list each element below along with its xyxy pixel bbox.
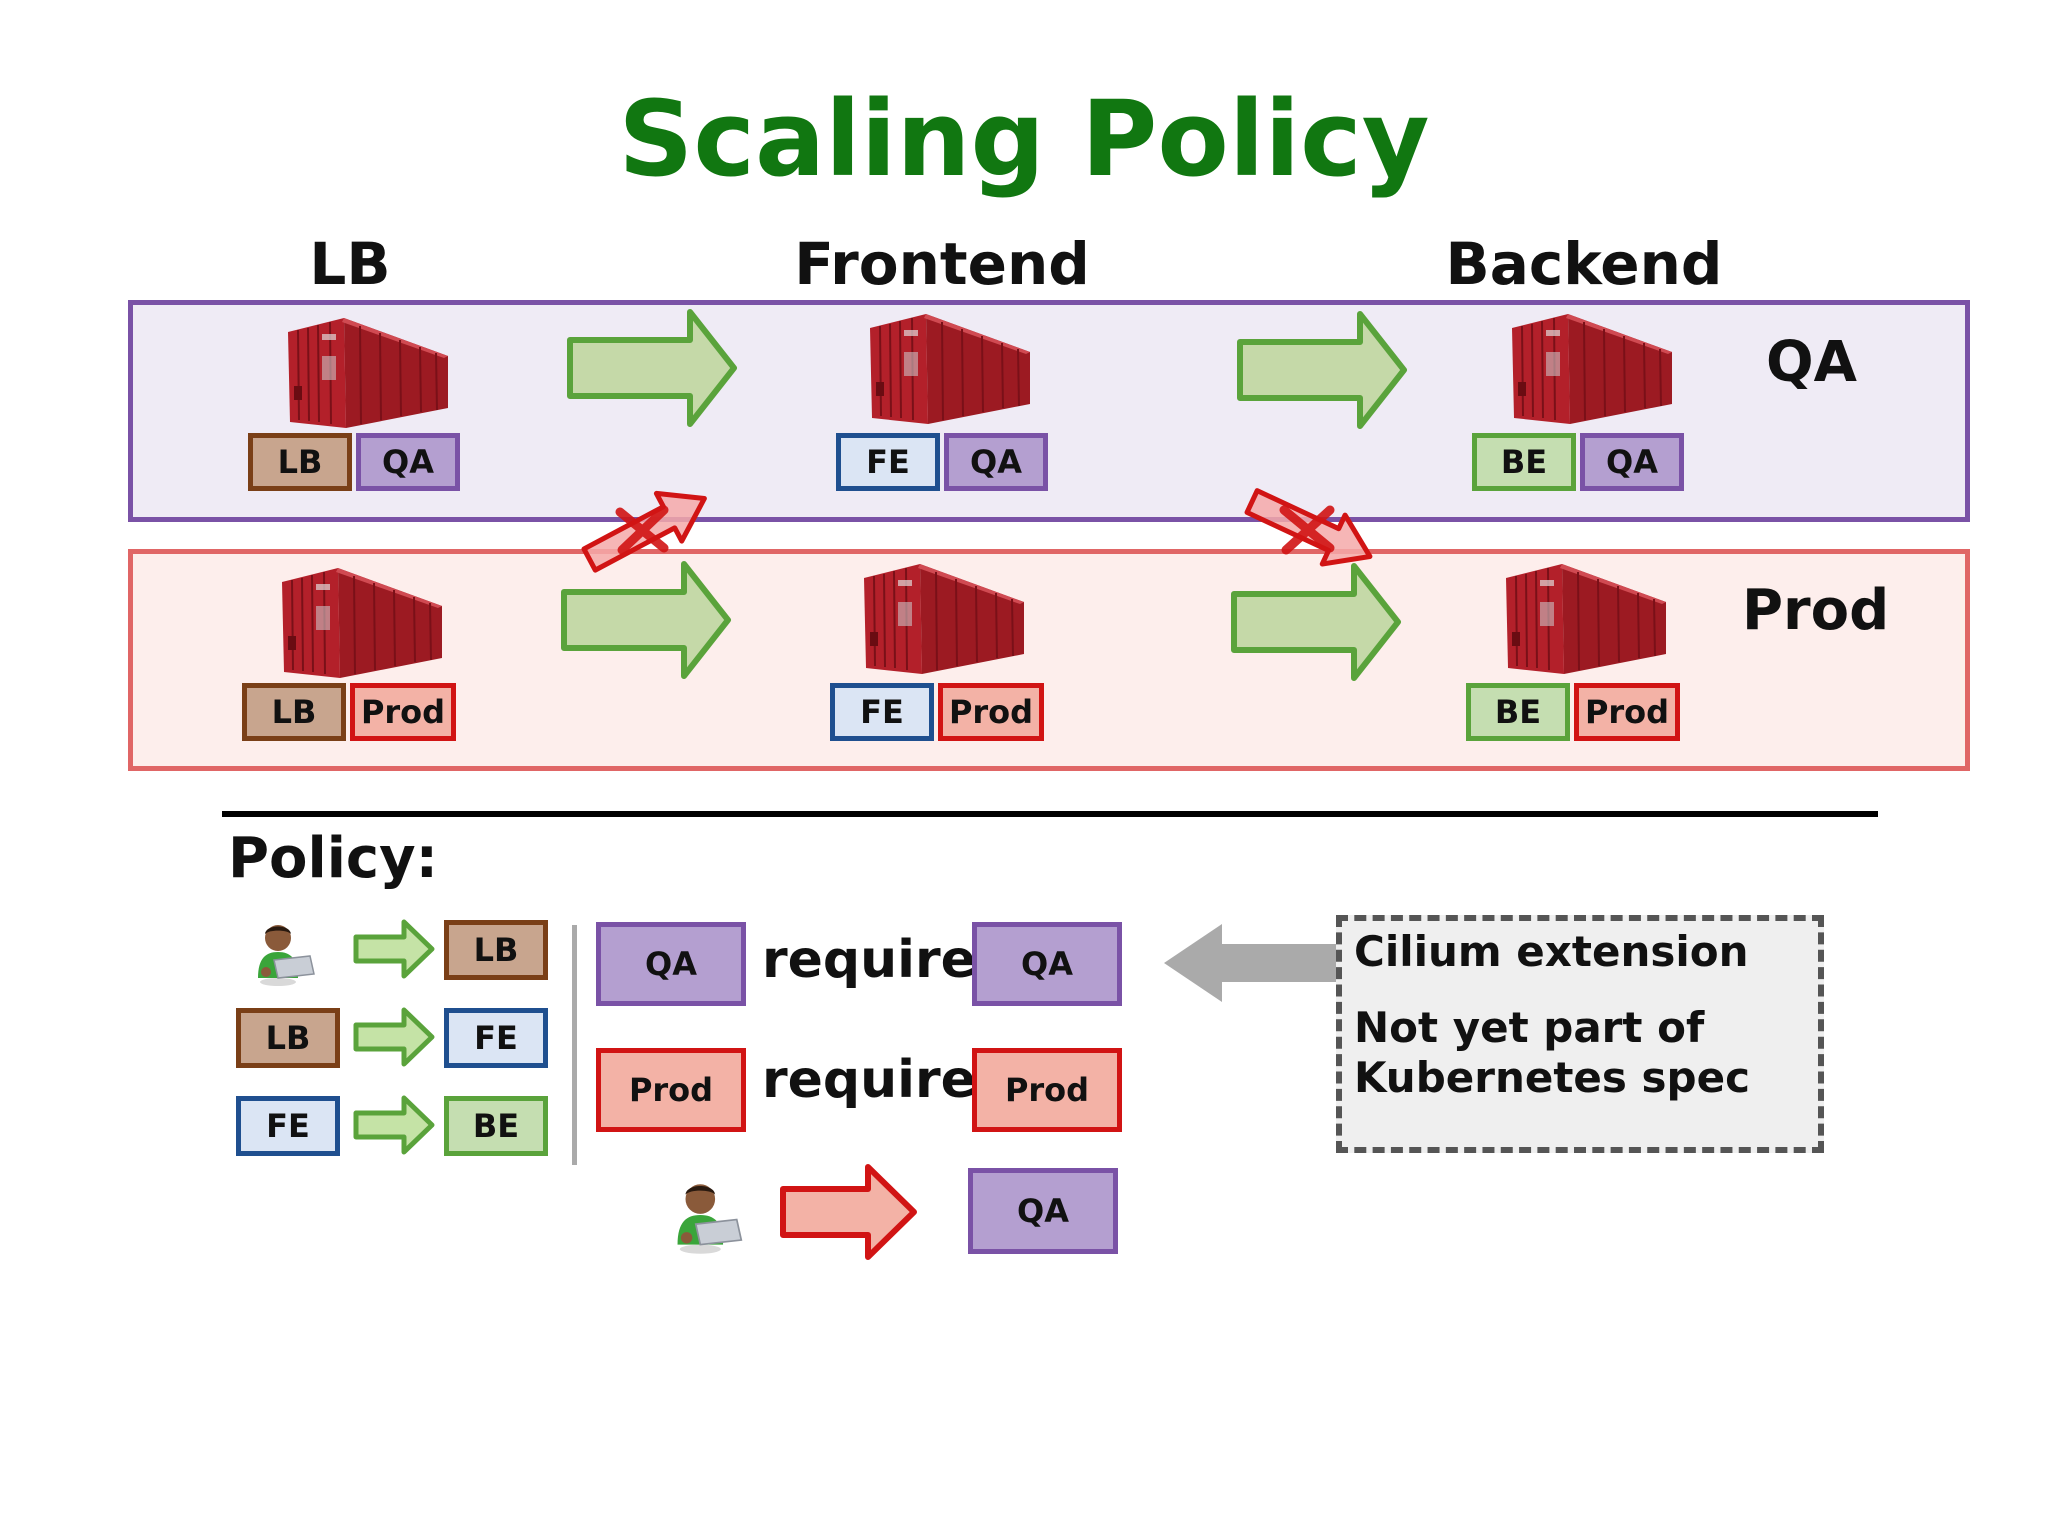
user-laptop-icon xyxy=(676,1183,743,1255)
policy-rule-object: Prod xyxy=(972,1048,1122,1132)
tag-fe: FE xyxy=(836,433,940,491)
user-laptop-icon xyxy=(257,924,315,987)
policy-user-target: QA xyxy=(968,1168,1118,1254)
denied-traffic-arrow-icon xyxy=(581,490,707,573)
column-header-backend: Backend xyxy=(1445,230,1723,298)
shipping-container-icon xyxy=(1505,563,1667,675)
tag-qa: QA xyxy=(356,433,460,491)
note-line: Kubernetes spec xyxy=(1354,1053,1750,1102)
note-line: Cilium extension xyxy=(1354,927,1749,976)
policy-separator xyxy=(572,925,577,1165)
shipping-container-icon xyxy=(287,317,449,429)
tag-lb: LB xyxy=(248,433,352,491)
tag-fe: FE xyxy=(830,683,934,741)
policy-heading: Policy: xyxy=(228,826,438,891)
shipping-container-icon xyxy=(1511,313,1673,425)
policy-tag-fe: FE xyxy=(444,1008,548,1068)
page-title: Scaling Policy xyxy=(618,78,1430,200)
arrow-right-icon xyxy=(352,918,436,980)
tag-prod: Prod xyxy=(350,683,456,741)
tag-lb: LB xyxy=(242,683,346,741)
policy-tag-fe: FE xyxy=(236,1096,340,1156)
policy-tag-be: BE xyxy=(444,1096,548,1156)
allowed-traffic-arrow-icon xyxy=(560,558,734,682)
denied-traffic-arrow-icon xyxy=(1244,488,1373,567)
arrow-right-icon xyxy=(352,1094,436,1156)
tag-be: BE xyxy=(1472,433,1576,491)
tag-prod: Prod xyxy=(1574,683,1680,741)
tag-qa: QA xyxy=(944,433,1048,491)
policy-rule-verb: requires xyxy=(762,930,1007,990)
shipping-container-icon xyxy=(863,563,1025,675)
section-divider xyxy=(222,811,1878,817)
policy-rule-object: QA xyxy=(972,922,1122,1006)
prod-environment-label: Prod xyxy=(1742,578,1890,643)
tag-prod: Prod xyxy=(938,683,1044,741)
policy-rule-subject: Prod xyxy=(596,1048,746,1132)
cilium-extension-note: Cilium extension Not yet part of Kuberne… xyxy=(1336,915,1824,1153)
shipping-container-icon xyxy=(869,313,1031,425)
allowed-traffic-arrow-icon xyxy=(1230,560,1404,684)
note-line: Not yet part of xyxy=(1354,1003,1705,1052)
allowed-traffic-arrow-icon xyxy=(1236,308,1410,432)
policy-rule-subject: QA xyxy=(596,922,746,1006)
allowed-traffic-arrow-icon xyxy=(566,306,740,430)
shipping-container-icon xyxy=(281,567,443,679)
policy-tag-lb: LB xyxy=(444,920,548,980)
tag-be: BE xyxy=(1466,683,1570,741)
qa-environment-label: QA xyxy=(1766,330,1857,395)
column-header-lb: LB xyxy=(309,230,391,298)
tag-qa: QA xyxy=(1580,433,1684,491)
arrow-right-icon xyxy=(780,1164,917,1260)
arrow-right-icon xyxy=(352,1006,436,1068)
arrow-left-icon xyxy=(1164,924,1338,1002)
policy-tag-lb: LB xyxy=(236,1008,340,1068)
policy-rule-verb: requires xyxy=(762,1050,1007,1110)
column-header-frontend: Frontend xyxy=(794,230,1090,298)
